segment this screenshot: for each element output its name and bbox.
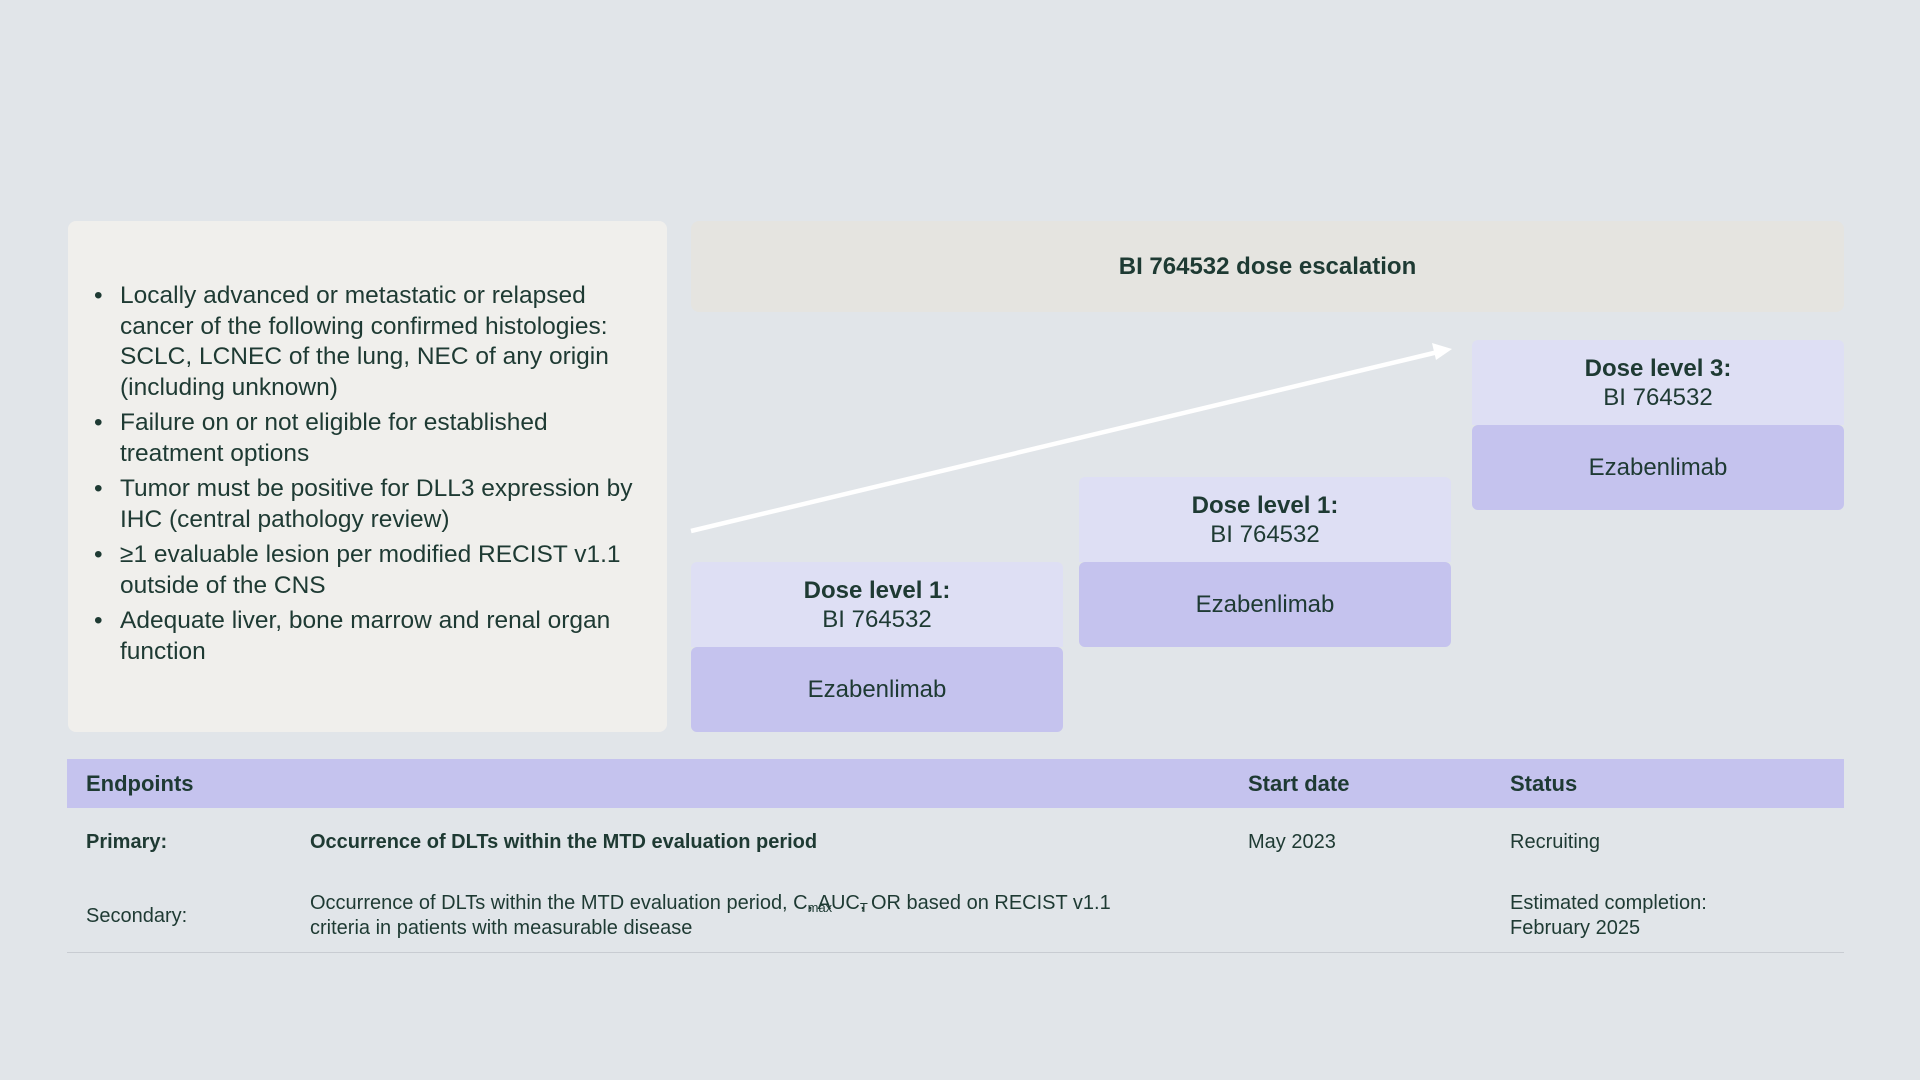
secondary-endpoint-text: Occurrence of DLTs within the MTD evalua… xyxy=(310,892,1111,939)
criteria-item: •Tumor must be positive for DLL3 express… xyxy=(94,475,633,533)
inclusion-criteria-panel: •Locally advanced or metastatic or relap… xyxy=(68,221,667,732)
primary-endpoint-row: Primary: Occurrence of DLTs within the M… xyxy=(67,831,1844,861)
secondary-label: Secondary: xyxy=(86,905,188,927)
combination-drug-box: Ezabenlimab xyxy=(1079,562,1451,647)
bullet-icon: • xyxy=(94,541,103,568)
criteria-item: •Locally advanced or metastatic or relap… xyxy=(94,282,609,401)
status-value: Recruiting xyxy=(1510,831,1601,853)
dose-level-label: Dose level 3: xyxy=(1584,354,1732,382)
primary-label: Primary: xyxy=(86,831,168,853)
bullet-icon: • xyxy=(94,607,103,634)
bullet-icon: • xyxy=(94,409,103,436)
dose-level-block-1: Dose level 1: BI 764532 Ezabenlimab xyxy=(691,562,1063,732)
combination-drug-label: Ezabenlimab xyxy=(807,675,947,703)
criteria-item: •≥1 evaluable lesion per modified RECIST… xyxy=(94,541,621,599)
endpoints-table-header: Endpoints Start date Status xyxy=(67,759,1844,808)
endpoints-column-header: Endpoints xyxy=(86,771,194,796)
combination-drug-label: Ezabenlimab xyxy=(1195,590,1335,618)
dose-level-header: Dose level 3: BI 764532 xyxy=(1472,340,1844,425)
dose-escalation-header: BI 764532 dose escalation xyxy=(691,221,1844,312)
bullet-icon: • xyxy=(94,282,103,309)
combination-drug-label: Ezabenlimab xyxy=(1588,453,1728,481)
criteria-list: •Locally advanced or metastatic or relap… xyxy=(92,281,637,667)
dose-level-header: Dose level 1: BI 764532 xyxy=(691,562,1063,647)
dose-drug-label: BI 764532 xyxy=(1603,383,1713,411)
criteria-item: •Failure on or not eligible for establis… xyxy=(94,409,548,467)
dose-level-block-3: Dose level 3: BI 764532 Ezabenlimab xyxy=(1472,340,1844,510)
dose-level-label: Dose level 1: xyxy=(803,576,951,604)
secondary-endpoint-row: Secondary: Occurrence of DLTs within the… xyxy=(67,891,1844,953)
status-column-header: Status xyxy=(1510,771,1578,796)
criteria-item: •Adequate liver, bone marrow and renal o… xyxy=(94,607,611,665)
dose-level-header: Dose level 1: BI 764532 xyxy=(1079,477,1451,562)
dose-escalation-title: BI 764532 dose escalation xyxy=(1118,252,1417,280)
start-date-column-header: Start date xyxy=(1248,771,1350,796)
dose-level-block-2: Dose level 1: BI 764532 Ezabenlimab xyxy=(1079,477,1451,647)
combination-drug-box: Ezabenlimab xyxy=(1472,425,1844,510)
primary-endpoint-text: Occurrence of DLTs within the MTD evalua… xyxy=(310,831,818,853)
dose-drug-label: BI 764532 xyxy=(1210,520,1320,548)
combination-drug-box: Ezabenlimab xyxy=(691,647,1063,732)
estimated-completion-value: Estimated completion: February 2025 xyxy=(1510,892,1707,939)
dose-drug-label: BI 764532 xyxy=(822,605,932,633)
dose-level-label: Dose level 1: xyxy=(1191,491,1339,519)
bullet-icon: • xyxy=(94,475,103,502)
start-date-value: May 2023 xyxy=(1248,831,1336,853)
